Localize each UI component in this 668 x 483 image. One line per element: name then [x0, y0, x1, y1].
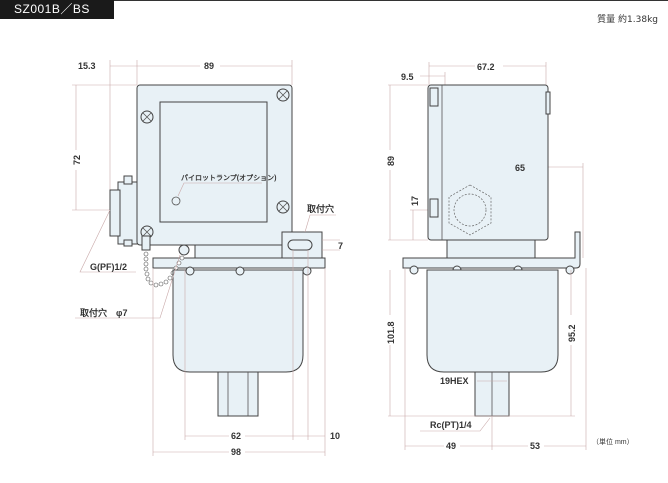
- dim-62: 62: [231, 431, 241, 441]
- dim-95-2: 95.2: [567, 324, 577, 342]
- dim-49: 49: [446, 441, 456, 451]
- port-label: Rc(PT)1/4: [430, 420, 472, 430]
- dim-89-height: 89: [386, 156, 396, 166]
- mount-hole-label: 取付穴: [307, 203, 334, 214]
- dim-9-5: 9.5: [401, 72, 414, 82]
- mount-hole-dia-label: 取付穴 φ7: [80, 307, 127, 318]
- top-rule: [0, 0, 668, 1]
- chain-icon: [143, 251, 185, 288]
- conduit-label: G(PF)1/2: [90, 262, 127, 272]
- front-view: 15.3 89 72 パイロットランプ(オプション) 取付穴 7 G(PF)1/…: [70, 60, 343, 458]
- screw-icon: [140, 88, 290, 239]
- dim-10: 10: [330, 431, 340, 441]
- unit-label: （単位 mm）: [592, 437, 634, 446]
- weight-label: 質量 約1.38kg: [597, 15, 658, 25]
- dim-15-3: 15.3: [78, 61, 96, 71]
- pilot-lamp-label: パイロットランプ(オプション): [181, 173, 276, 182]
- side-view: 67.2 9.5 89 17 65 101.8 95.2 19HEX Rc(PT…: [384, 60, 634, 452]
- dim-89-width: 89: [204, 61, 214, 71]
- dim-65: 65: [515, 163, 525, 173]
- pilot-lamp-icon: [171, 196, 181, 206]
- dim-53: 53: [530, 441, 540, 451]
- model-title: SZ001B／BS: [0, 0, 114, 19]
- dim-67-2: 67.2: [477, 62, 495, 72]
- dim-7: 7: [338, 241, 343, 251]
- dim-72: 72: [72, 155, 82, 165]
- hex-label: 19HEX: [440, 376, 469, 386]
- dim-17: 17: [410, 196, 420, 206]
- dim-101-8: 101.8: [386, 321, 396, 344]
- dim-98: 98: [231, 447, 241, 457]
